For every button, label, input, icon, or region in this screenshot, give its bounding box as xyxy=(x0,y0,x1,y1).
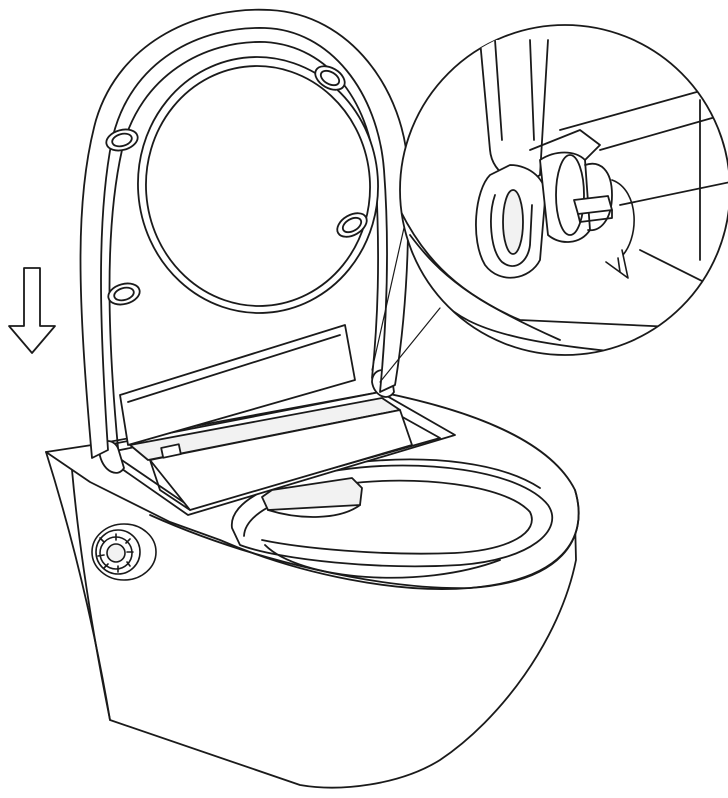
magnifier-circle xyxy=(399,24,728,356)
callout-lines xyxy=(371,209,441,383)
toilet-bowl xyxy=(45,391,580,789)
rotate-arrow-icon xyxy=(605,179,635,279)
control-knob-icon xyxy=(91,523,157,581)
down-arrow-icon xyxy=(8,267,56,354)
seat-bumpers xyxy=(105,65,368,306)
seat-housing xyxy=(91,324,456,516)
raised-lid xyxy=(79,8,410,459)
